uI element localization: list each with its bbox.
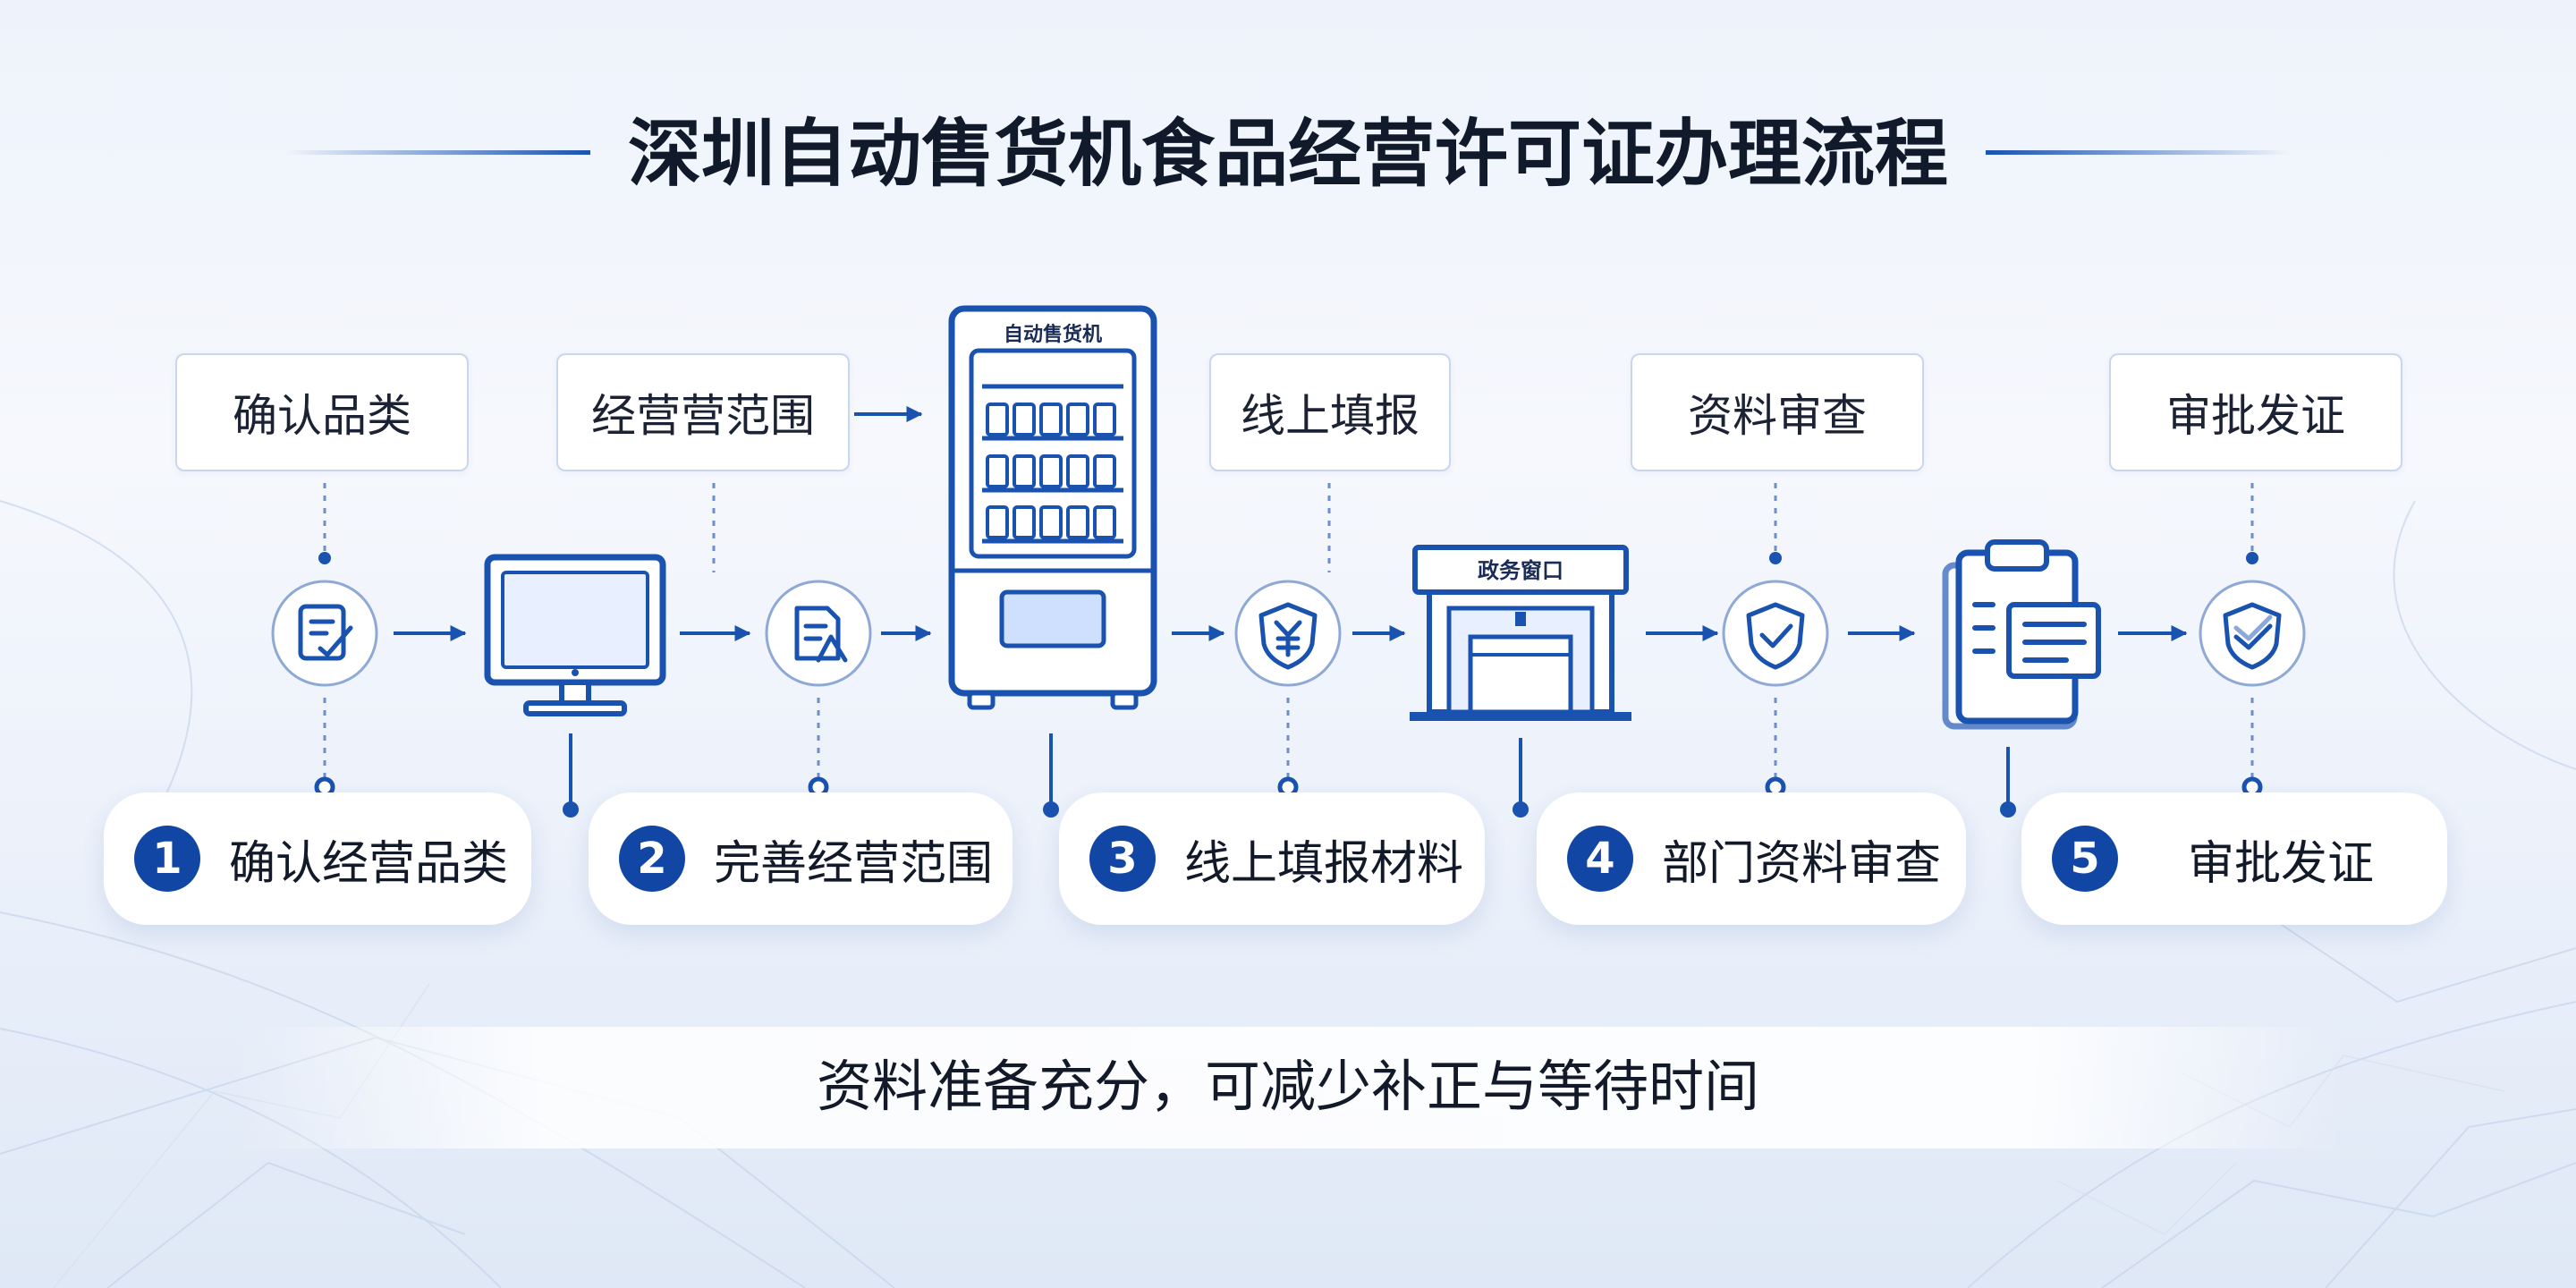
vending-machine-label: 自动售货机: [1004, 323, 1102, 346]
top-label-3: 线上填报: [1209, 353, 1451, 471]
step-number-badge: 5: [2052, 826, 2118, 892]
icon-circle-4: [1722, 580, 1829, 687]
shield-approved-icon: [2223, 602, 2282, 670]
step-label: 审批发证: [2188, 836, 2375, 891]
step-label: 部门资料审查: [1662, 836, 1942, 891]
government-window-label: 政务窗口: [1478, 558, 1563, 583]
vending-machine-icon: 自动售货机: [948, 305, 1157, 710]
step-number-badge: 3: [1089, 826, 1156, 892]
step-number-badge: 1: [134, 826, 200, 892]
icon-circle-2: [765, 580, 872, 687]
stem-dot-1: [563, 801, 579, 818]
step-pill-3: 3 线上填报材料: [1059, 792, 1485, 925]
footer-band: [233, 1027, 2343, 1148]
stem-dot-2: [1043, 801, 1059, 818]
connector-dot-1: [318, 552, 331, 564]
step-number-badge: 2: [619, 826, 685, 892]
government-window-icon: 政务窗口: [1410, 545, 1631, 721]
footer-note: 资料准备充分，可减少补正与等待时间: [816, 1054, 1759, 1119]
connector-dot-2: [1769, 552, 1782, 564]
clipboard-document-icon: [1942, 539, 2101, 730]
checklist-icon: [298, 604, 353, 661]
yuan-shield-icon: [1258, 602, 1318, 670]
step-label: 确认经营品类: [229, 836, 509, 891]
stem-dot-3: [1513, 801, 1529, 818]
title-line-right: [1986, 150, 2290, 155]
step-pill-4: 4 部门资料审查: [1537, 792, 1966, 925]
shield-outline: [1746, 602, 1805, 670]
computer-monitor-icon: [484, 554, 666, 716]
title-line-left: [286, 150, 590, 155]
check-mark: [1759, 623, 1793, 648]
connector-dot-3: [2246, 552, 2258, 564]
step-pill-5: 5 审批发证: [2021, 792, 2447, 925]
top-label-2: 经营营范围: [556, 353, 850, 471]
edit-document-icon: [794, 606, 848, 663]
top-label-1: 确认品类: [175, 353, 469, 471]
top-label-5: 审批发证: [2109, 353, 2402, 471]
top-label-4: 资料审查: [1631, 353, 1924, 471]
shield-check-icon-step4: [1746, 602, 1805, 670]
stem-dot-4: [2000, 801, 2016, 818]
step-pill-2: 2 完善经营范围: [589, 792, 1013, 925]
step-pill-1: 1 确认经营品类: [104, 792, 531, 925]
step-label: 线上填报材料: [1184, 836, 1464, 891]
page-title: 深圳自动售货机食品经营许可证办理流程: [627, 112, 1948, 197]
step-label: 完善经营范围: [714, 836, 994, 891]
step-number-badge: 4: [1567, 826, 1633, 892]
